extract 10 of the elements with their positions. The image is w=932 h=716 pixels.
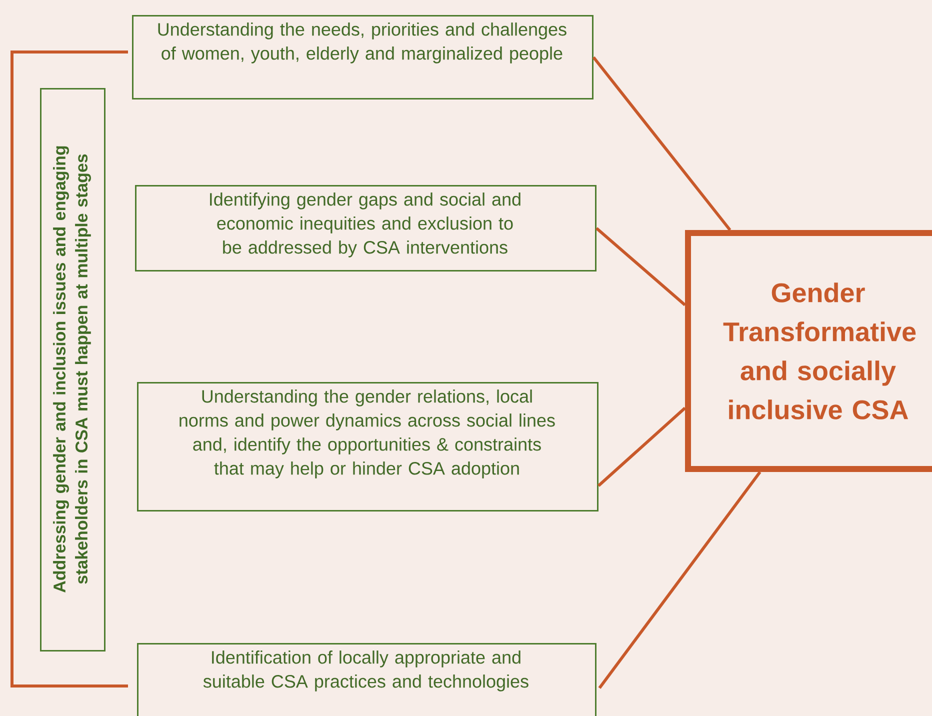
connector-line bbox=[592, 56, 732, 231]
text-box: Understanding the needs, priorities and challenges of women, youth, elderly and marginalized people bbox=[132, 15, 594, 100]
text-box: Identification of locally appropriate and suitable CSA practices and technologies bbox=[137, 643, 596, 716]
text-box: Identifying gender gaps and social and economic inequities and exclusion to be addressed by CSA interventions bbox=[135, 185, 596, 272]
text-box: Understanding the gender relations, local norms and power dynamics across social lines and, identify the opportunities & constraints that may help or hinder CSA adoption bbox=[137, 382, 598, 512]
connector-line bbox=[598, 406, 686, 487]
connector-line bbox=[596, 227, 686, 306]
connector-line bbox=[598, 471, 762, 689]
rotated-text-box: Addressing gender and inclusion issues and engaging stakeholders in CSA must happen at multiple stages bbox=[40, 88, 106, 652]
goal-box: Gender Transformative and socially inclusive CSA bbox=[685, 230, 932, 472]
